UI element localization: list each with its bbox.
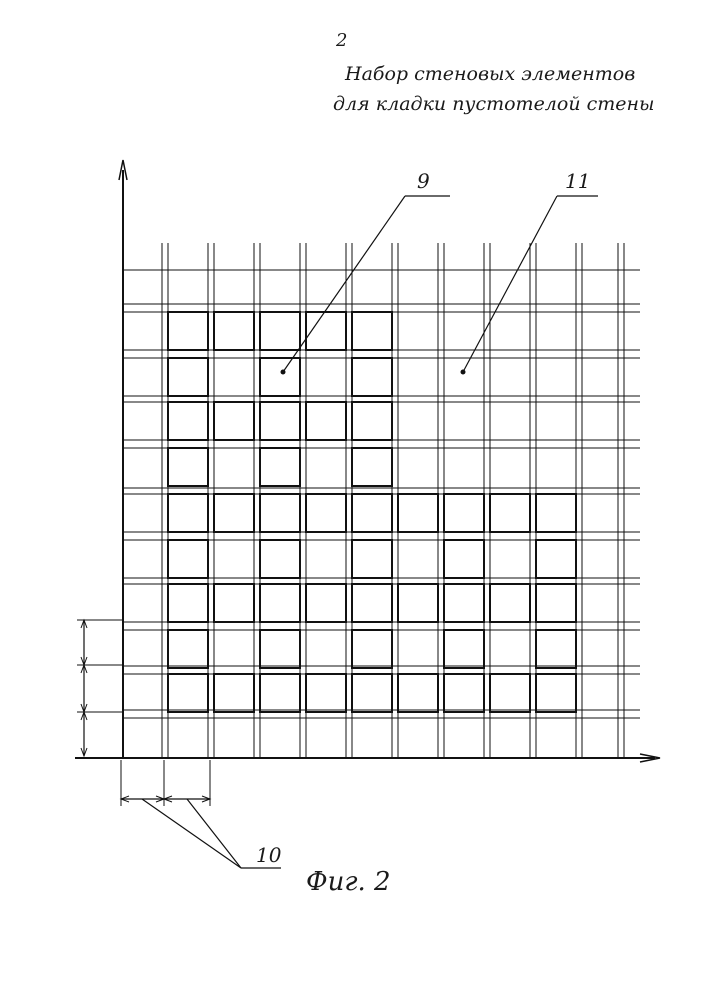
wall-element-block [536,494,576,532]
wall-element-block [536,630,576,668]
wall-element-block [352,584,392,622]
wall-element-block [260,402,300,440]
wall-element-block [168,630,208,668]
wall-element-block [260,312,300,350]
wall-element-block [260,358,300,396]
wall-element-block [444,584,484,622]
wall-element-block [352,630,392,668]
callout-label-11: 11 [565,169,590,193]
wall-element-block [398,674,438,712]
wall-element-block [260,494,300,532]
horizontal-dimension-chain [121,760,210,806]
wall-element-block [536,584,576,622]
wall-element-block [168,312,208,350]
wall-element-block [260,630,300,668]
wall-element-block [352,540,392,578]
wall-element-block [444,630,484,668]
wall-element-block [168,584,208,622]
wall-element-blocks [168,312,576,712]
title-line-2: для кладки пустотелой стены [333,93,655,115]
wall-element-block [214,674,254,712]
construction-grid [123,243,640,758]
wall-element-block [260,540,300,578]
wall-element-block [260,584,300,622]
wall-element-block [536,674,576,712]
wall-element-block [168,674,208,712]
wall-element-block [260,448,300,486]
wall-element-block [490,584,530,622]
wall-element-block [168,402,208,440]
wall-element-block [260,674,300,712]
wall-element-block [444,674,484,712]
wall-element-block [168,448,208,486]
wall-element-block [352,448,392,486]
wall-element-block [306,584,346,622]
vertical-dimension-chain [77,620,122,756]
wall-element-block [352,494,392,532]
wall-element-block [168,358,208,396]
wall-element-block [214,402,254,440]
wall-element-block [398,584,438,622]
wall-element-block [214,494,254,532]
wall-element-block [398,494,438,532]
callout-label-10: 10 [256,843,282,867]
wall-element-block [306,402,346,440]
wall-element-block [352,402,392,440]
callout-cavity: 11 [461,169,599,375]
callout-label-9: 9 [417,169,430,193]
page-number: 2 [335,30,347,51]
wall-element-block [306,674,346,712]
wall-element-block [214,312,254,350]
wall-element-block [306,494,346,532]
wall-element-block [214,584,254,622]
wall-element-block [444,494,484,532]
wall-element-block [168,494,208,532]
wall-element-block [168,540,208,578]
wall-element-block [352,358,392,396]
wall-element-block [536,540,576,578]
wall-element-block [444,540,484,578]
wall-element-block [352,312,392,350]
title-line-1: Набор стеновых элементов [344,63,635,85]
wall-element-block [490,674,530,712]
callout-module: 10 [142,799,282,868]
wall-element-block [490,494,530,532]
figure-caption: Фиг. 2 [306,867,391,897]
wall-element-block [352,674,392,712]
